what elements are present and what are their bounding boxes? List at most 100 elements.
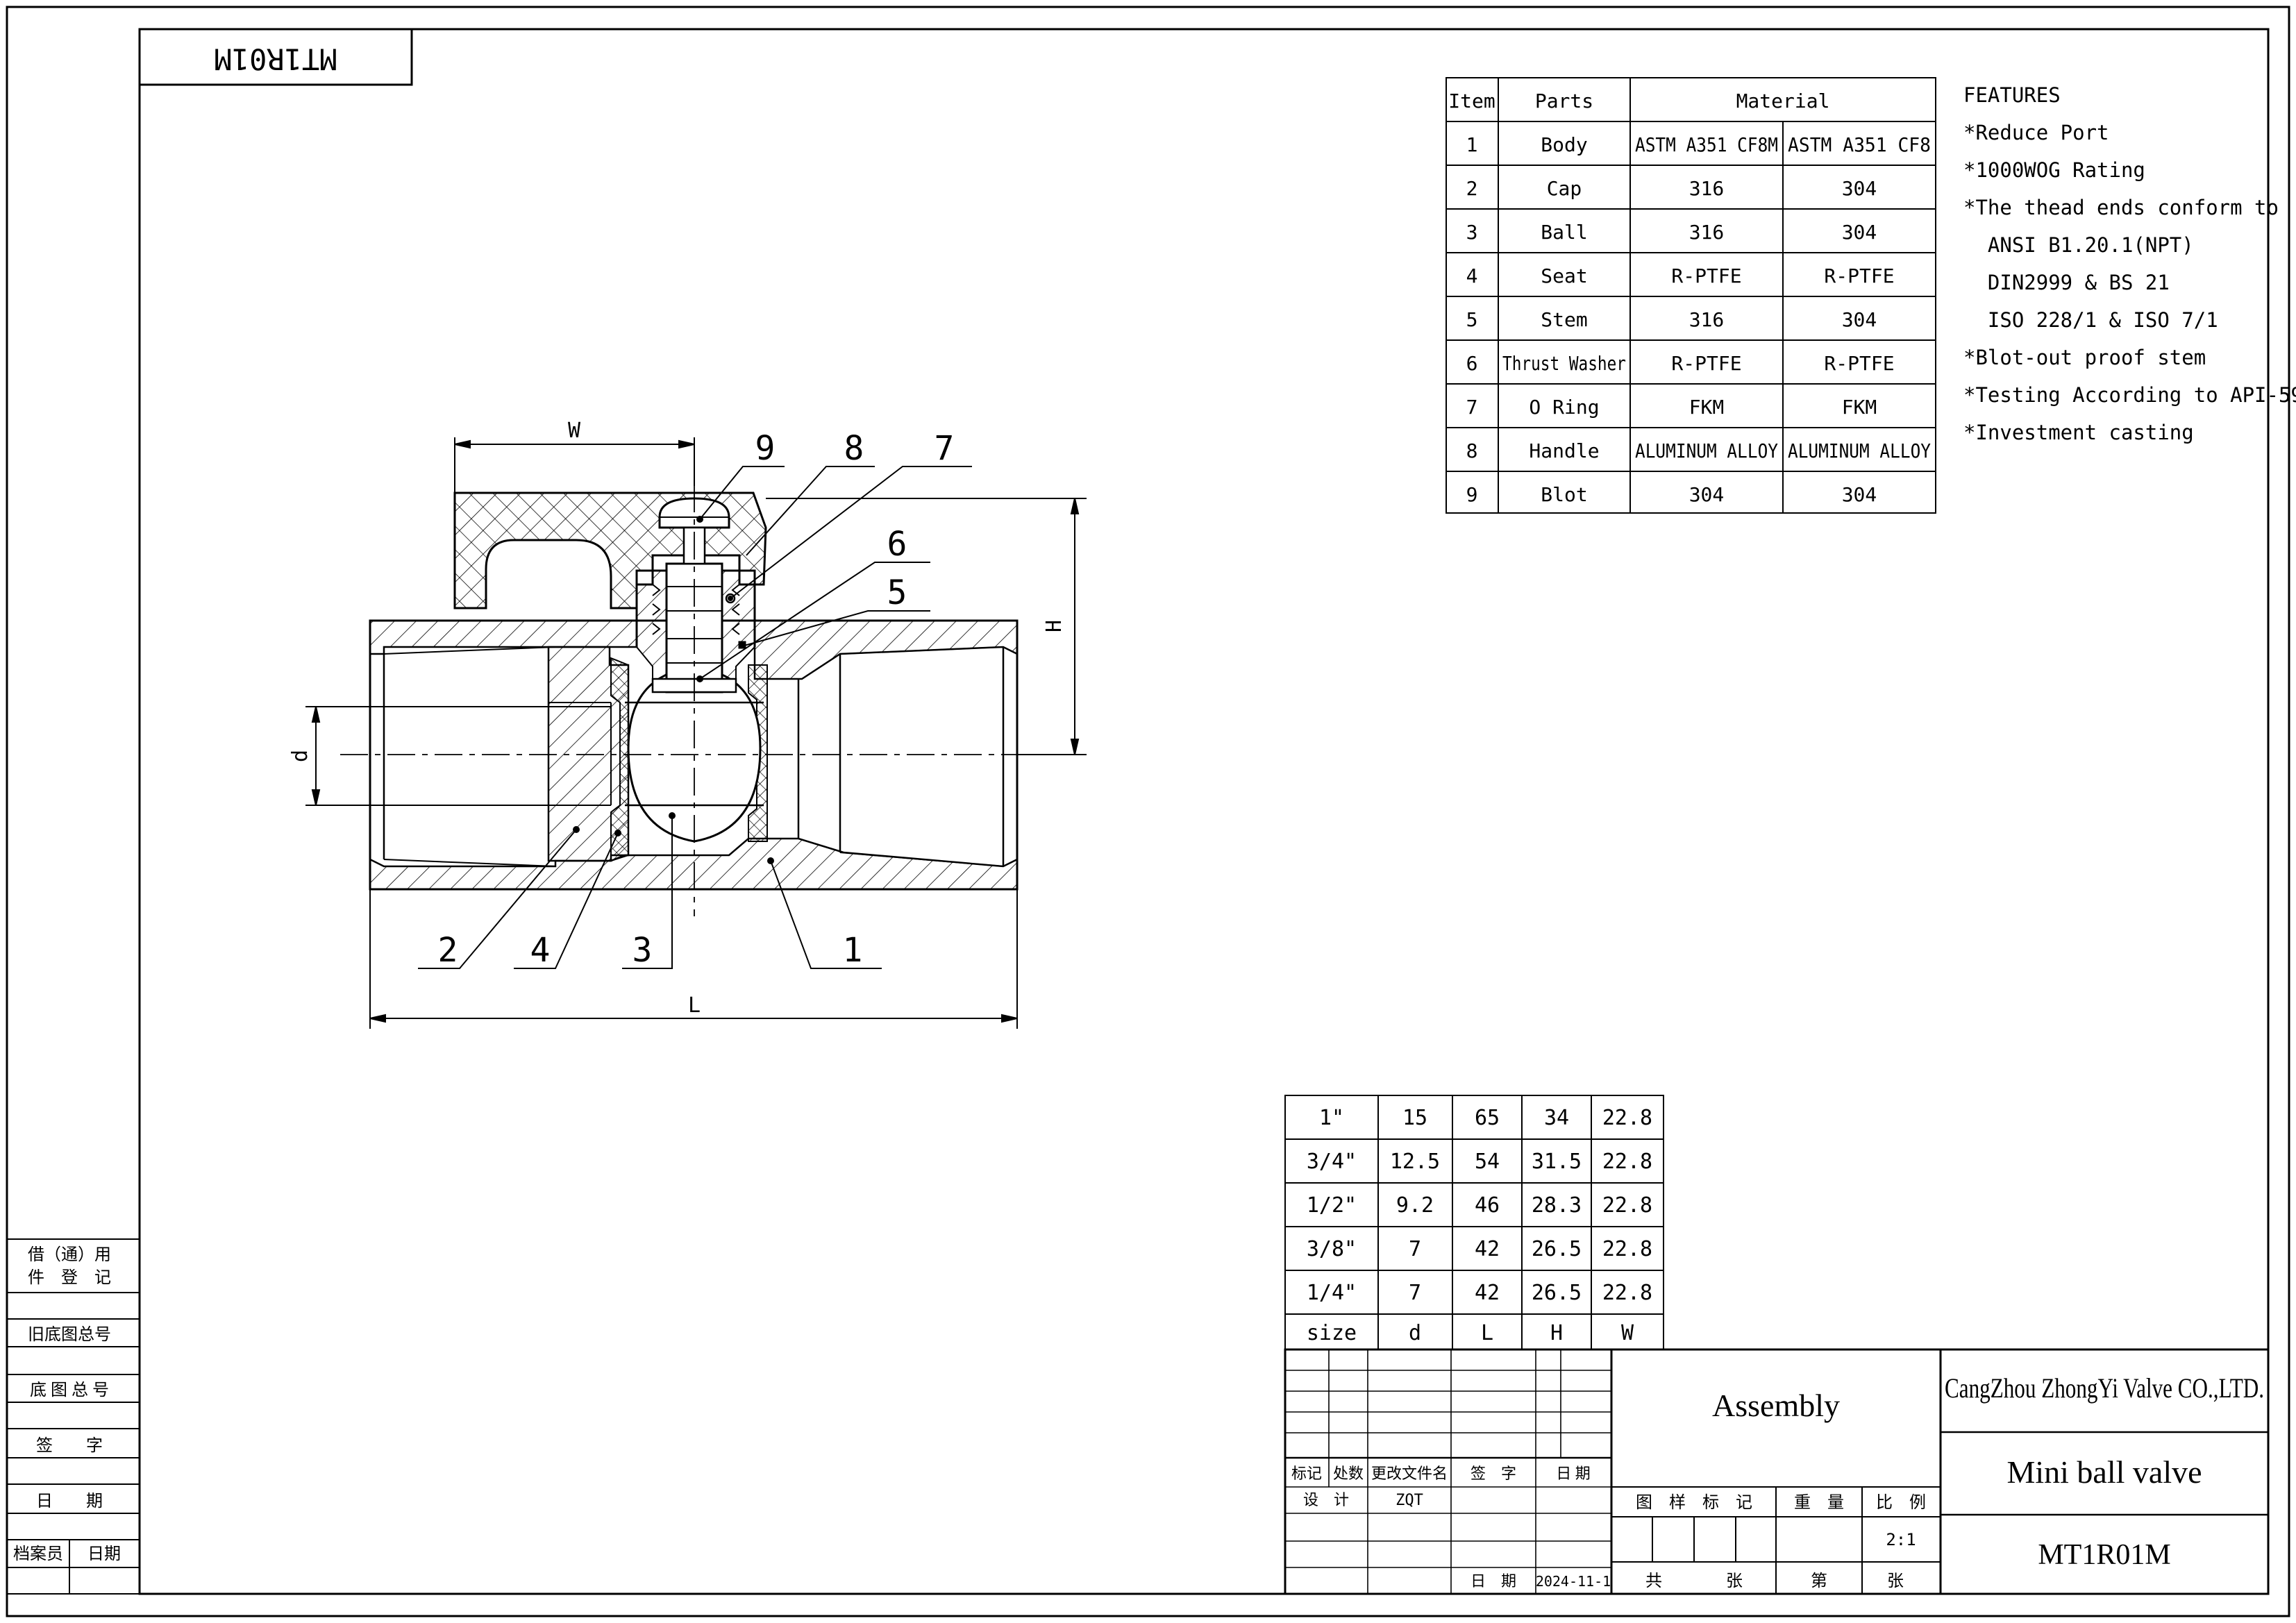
rev-doc: 更改文件名 [1371,1465,1448,1482]
size-cell-r4-c3: 42 [1475,1237,1500,1261]
parts-cell-r2-c1: 2 [1466,177,1478,200]
size-cell-r5-c4: 26.5 [1532,1281,1582,1305]
size-header-1: d [1409,1321,1421,1345]
parts-cell-r6-c4: R-PTFE [1824,352,1894,375]
parts-cell-r5-c3: 316 [1689,308,1725,331]
feature-line-6: DIN2999 & BS 21 [1963,271,2170,294]
parts-cell-r9-c1: 9 [1466,483,1478,506]
design-label: 设 计 [1303,1491,1349,1508]
stamp-box: MT1R01M [138,28,413,86]
side-block-text: 借（通）用 件 登 记 旧底图总号 底 图 总 号 签 字 日 期 档案员 日期 [13,1245,121,1563]
feature-line-8: *Blot-out proof stem [1963,346,2206,369]
rev-sign: 签 字 [1470,1465,1516,1482]
size-cell-r3-c3: 46 [1475,1193,1500,1218]
parts-cell-r8-c3: ALUMINUM ALLOY [1635,439,1778,462]
balloon-3: 3 [632,931,653,970]
drawing-code: MT1R01M [2038,1539,2170,1571]
parts-cell-r5-c2: Stem [1541,308,1587,331]
size-cell-r4-c1: 3/8" [1307,1237,1357,1261]
parts-cell-r6-c1: 6 [1466,352,1478,375]
designer: ZQT [1396,1492,1423,1509]
size-cell-r2-c1: 3/4" [1307,1150,1357,1174]
parts-cell-r7-c3: FKM [1689,396,1725,419]
parts-cell-r7-c4: FKM [1842,396,1877,419]
size-cell-r2-c2: 12.5 [1390,1150,1440,1174]
balloon-2: 2 [438,931,458,970]
size-cell-r3-c1: 1/2" [1307,1193,1357,1218]
size-table [1284,1095,1664,1350]
parts-header-item: Item [1448,90,1495,112]
feature-line-7: ISO 228/1 & ISO 7/1 [1963,308,2218,332]
parts-table [1446,77,1936,514]
size-cell-r2-c4: 31.5 [1532,1150,1582,1174]
side-block [6,1238,140,1595]
stamp-label: MT1R01M [214,42,337,76]
size-cell-r5-c3: 42 [1475,1281,1500,1305]
size-cell-r1-c5: 22.8 [1602,1106,1652,1130]
parts-cell-r4-c3: R-PTFE [1671,264,1741,287]
rev-date: 日 期 [1556,1465,1591,1482]
parts-cell-r2-c2: Cap [1547,177,1582,200]
rev-count: 处数 [1333,1465,1364,1482]
assembly-label: Assembly [1712,1388,1840,1423]
size-cell-r2-c3: 54 [1475,1150,1500,1174]
balloon-6: 6 [887,525,907,564]
size-cell-r3-c2: 9.2 [1396,1193,1434,1218]
parts-cell-r9-c3: 304 [1689,483,1725,506]
parts-cell-r3-c3: 316 [1689,221,1725,244]
parts-cell-r5-c4: 304 [1842,308,1877,331]
company-name: CangZhou ZhongYi Valve CO.,LTD. [1945,1372,2264,1404]
feature-line-10: *Investment casting [1963,421,2194,444]
date-value: 2024-11-1 [1536,1573,1611,1590]
size-header-4: W [1621,1321,1634,1345]
size-cell-r4-c5: 22.8 [1602,1237,1652,1261]
size-header-3: H [1550,1321,1563,1345]
feature-line-2: *Reduce Port [1963,121,2109,144]
side-row-borrow: 借（通）用 [28,1245,111,1264]
size-cell-r4-c4: 26.5 [1532,1237,1582,1261]
outer-border [6,6,2290,1617]
feature-line-3: *1000WOG Rating [1963,158,2145,182]
parts-cell-r3-c4: 304 [1842,221,1877,244]
product-name: Mini ball valve [2006,1454,2202,1490]
parts-cell-r1-c1: 1 [1466,133,1478,156]
dim-W: W [568,419,581,443]
rev-mark: 标记 [1291,1465,1322,1482]
parts-cell-r1-c4: ASTM A351 CF8 [1788,133,1931,156]
dimension-lines [305,437,1087,1029]
parts-cell-r4-c2: Seat [1541,264,1587,287]
side-row-archive-date: 日期 [87,1545,121,1563]
title-block-text: Assembly CangZhou ZhongYi Valve CO.,LTD.… [1291,1372,2264,1590]
parts-cell-r8-c1: 8 [1466,439,1478,462]
side-row-old-number: 旧底图总号 [28,1325,111,1344]
side-row-register: 件 登 记 [28,1268,111,1287]
parts-cell-r6-c2: Thrust Washer [1502,352,1626,375]
parts-cell-r9-c4: 304 [1842,483,1877,506]
scale-value: 2:1 [1886,1530,1916,1549]
balloon-9: 9 [755,429,776,468]
date-label: 日 期 [1470,1572,1516,1590]
dim-H: H [1042,620,1066,632]
dim-L: L [688,993,701,1018]
size-cell-r1-c1: 1" [1319,1106,1344,1130]
parts-header-material: Material [1736,90,1830,112]
parts-cell-r8-c2: Handle [1529,439,1599,462]
feature-line-1: FEATURES [1963,83,2061,107]
parts-cell-r1-c2: Body [1541,133,1587,156]
size-header-0: size [1307,1321,1357,1345]
balloon-5: 5 [887,573,907,612]
size-cell-r5-c5: 22.8 [1602,1281,1652,1305]
sheet2-label: 张 [1887,1572,1904,1590]
size-cell-r5-c2: 7 [1409,1281,1421,1305]
parts-cell-r4-c4: R-PTFE [1824,264,1894,287]
parts-cell-r3-c1: 3 [1466,221,1478,244]
balloon-8: 8 [844,429,864,468]
feature-line-5: ANSI B1.20.1(NPT) [1963,233,2194,257]
parts-header-parts: Parts [1535,90,1593,112]
balloon-7: 7 [935,429,955,468]
parts-cell-r6-c3: R-PTFE [1671,352,1741,375]
leader-lines [418,466,972,969]
